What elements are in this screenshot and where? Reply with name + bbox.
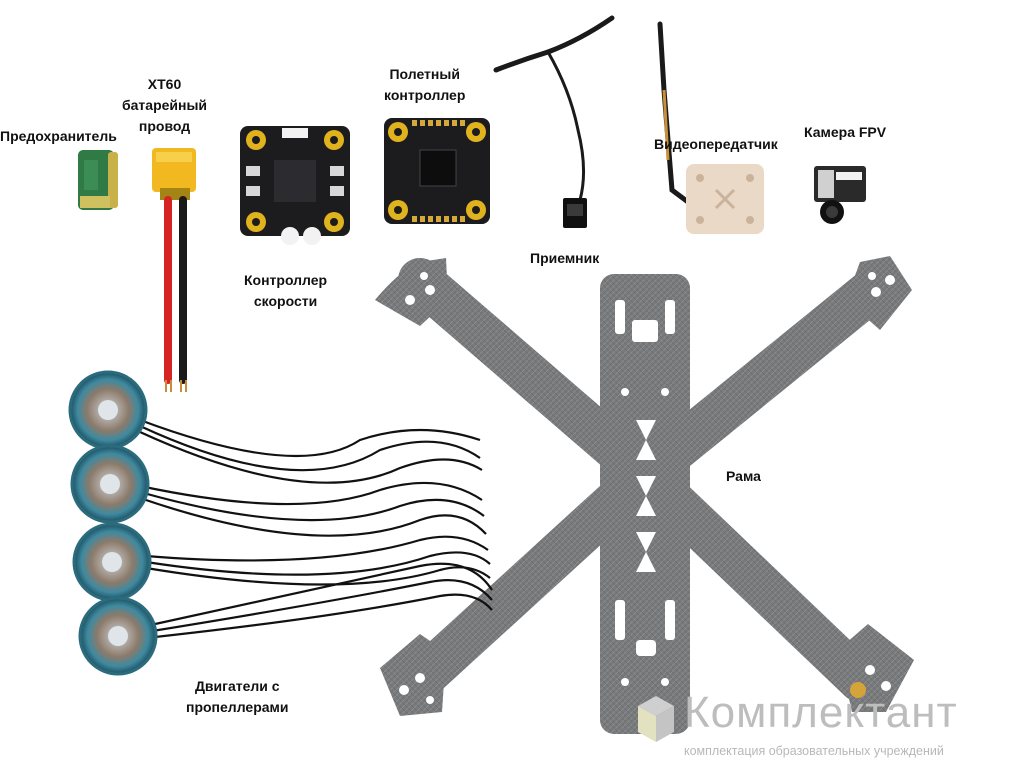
watermark-name: Комплектант xyxy=(684,688,958,737)
label-motors: Двигатели с пропеллерами xyxy=(186,676,289,718)
motor-wires xyxy=(139,418,493,640)
label-xt60-line2: батарейный xyxy=(122,97,208,113)
label-flight-controller-line2: контроллер xyxy=(384,87,466,103)
label-speed-controller-line2: скорости xyxy=(253,293,318,309)
label-fuse-text: Предохранитель xyxy=(0,128,117,144)
label-fuse: Предохранитель xyxy=(0,126,117,147)
label-xt60-line3: провод xyxy=(138,118,191,134)
label-receiver: Приемник xyxy=(530,248,599,269)
label-video-transmitter: Видеопередатчик xyxy=(654,134,778,155)
carbon-frame-icon xyxy=(375,256,914,734)
label-frame: Рама xyxy=(726,466,761,487)
label-flight-controller: Полетный контроллер xyxy=(384,64,465,106)
label-flight-controller-line1: Полетный xyxy=(389,66,460,82)
label-speed-controller-line1: Контроллер xyxy=(244,272,328,288)
label-motors-line2: пропеллерами xyxy=(186,699,289,715)
fpv-camera-icon xyxy=(814,166,866,224)
label-xt60-line1: XT60 xyxy=(147,76,182,92)
motor-icon xyxy=(68,370,148,450)
motor-icon xyxy=(72,522,152,602)
motor-icon xyxy=(78,596,158,676)
watermark: Комплектант комплектация образовательных… xyxy=(632,688,1024,764)
xt60-cable-icon xyxy=(152,148,196,392)
label-frame-text: Рама xyxy=(726,468,761,484)
label-fpv-camera-text: Камера FPV xyxy=(804,124,887,140)
receiver-antenna-icon xyxy=(493,15,615,228)
motor-icon xyxy=(70,444,150,524)
label-receiver-text: Приемник xyxy=(530,250,600,266)
label-fpv-camera: Камера FPV xyxy=(804,122,886,143)
label-video-transmitter-text: Видеопередатчик xyxy=(654,136,778,152)
label-speed-controller: Контроллер скорости xyxy=(244,270,327,312)
watermark-logo-icon xyxy=(638,696,674,742)
label-xt60: XT60 батарейный провод xyxy=(122,74,207,137)
flight-controller-board-icon xyxy=(384,118,490,224)
esc-board-icon xyxy=(240,126,350,245)
fuse-icon xyxy=(78,150,118,210)
video-transmitter-icon xyxy=(657,21,764,234)
label-motors-line1: Двигатели с xyxy=(194,678,280,694)
watermark-tagline: комплектация образовательных учреждений xyxy=(684,744,944,758)
